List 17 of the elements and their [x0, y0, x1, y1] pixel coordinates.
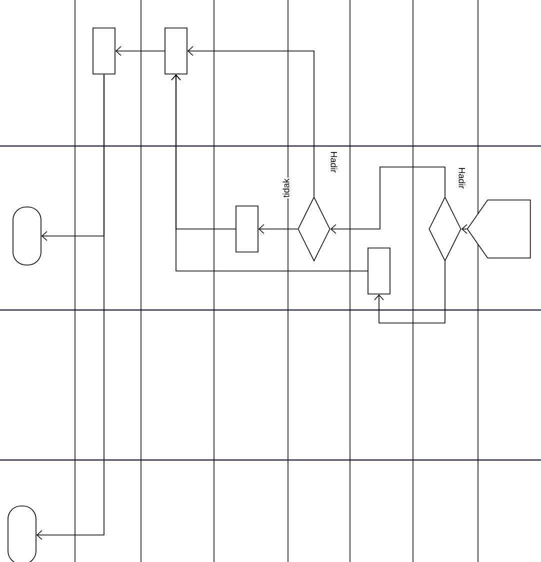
process-box — [92, 28, 116, 74]
arrow — [374, 261, 446, 324]
process-box — [164, 28, 188, 74]
process-box — [236, 206, 258, 252]
pentagon-connector — [466, 200, 531, 258]
edge-label: Hadir — [330, 150, 338, 174]
arrow — [36, 74, 104, 540]
arrow — [258, 224, 298, 234]
arrow — [171, 74, 368, 272]
edge-label: Hadir — [458, 166, 466, 190]
process-box — [368, 248, 390, 294]
terminal-shape — [12, 206, 42, 266]
edge-label: tidak — [282, 178, 290, 198]
arrow — [115, 46, 165, 56]
arrow — [187, 46, 314, 197]
arrow — [330, 166, 446, 234]
terminal-shape — [8, 506, 36, 562]
